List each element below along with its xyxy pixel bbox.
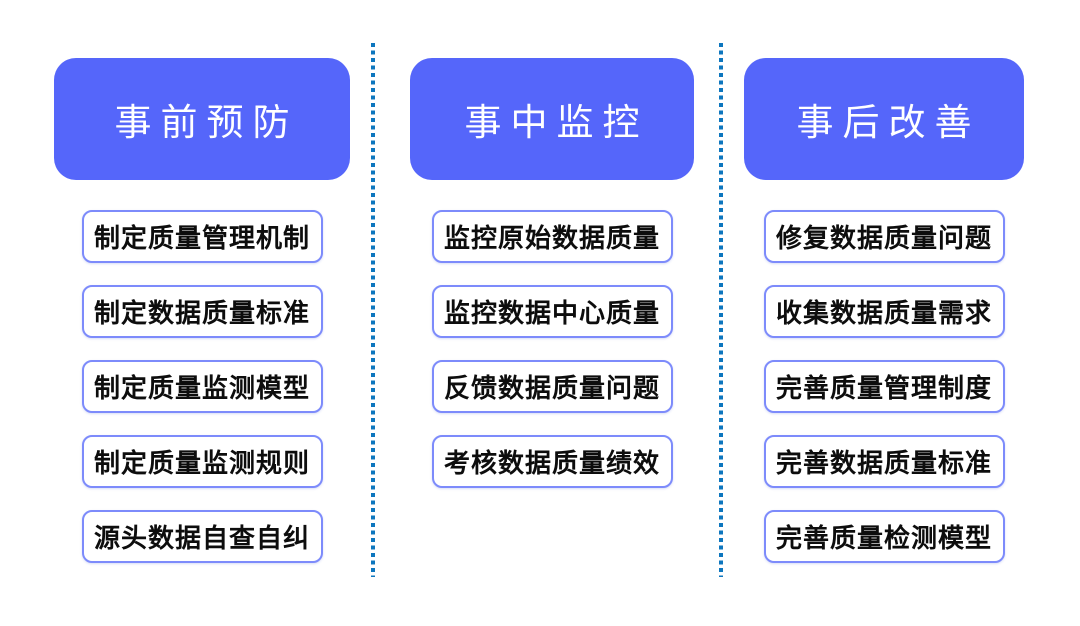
item-box: 监控原始数据质量 [431, 210, 673, 263]
item-box: 收集数据质量需求 [763, 285, 1005, 338]
phase-header-prevention: 事前预防 [54, 58, 350, 180]
dotted-divider-line [719, 43, 723, 577]
item-box: 反馈数据质量问题 [431, 360, 673, 413]
column-pre-event-prevention: 事前预防 制定质量管理机制 制定数据质量标准 制定质量监测模型 制定质量监测规则… [54, 58, 350, 563]
item-box: 考核数据质量绩效 [431, 435, 673, 488]
item-box: 完善质量管理制度 [763, 360, 1005, 413]
phase-header-monitoring: 事中监控 [410, 58, 694, 180]
item-box: 修复数据质量问题 [763, 210, 1005, 263]
dotted-divider-line [371, 43, 375, 577]
item-box: 完善数据质量标准 [763, 435, 1005, 488]
item-list-prevention: 制定质量管理机制 制定数据质量标准 制定质量监测模型 制定质量监测规则 源头数据… [81, 210, 323, 563]
item-box: 完善质量检测模型 [763, 510, 1005, 563]
phase-header-improvement: 事后改善 [744, 58, 1024, 180]
item-box: 制定质量监测模型 [81, 360, 323, 413]
item-list-improvement: 修复数据质量问题 收集数据质量需求 完善质量管理制度 完善数据质量标准 完善质量… [763, 210, 1005, 563]
item-box: 制定数据质量标准 [81, 285, 323, 338]
item-box: 制定质量管理机制 [81, 210, 323, 263]
item-box: 制定质量监测规则 [81, 435, 323, 488]
column-post-event-improvement: 事后改善 修复数据质量问题 收集数据质量需求 完善质量管理制度 完善数据质量标准… [744, 58, 1024, 563]
item-box: 源头数据自查自纠 [81, 510, 323, 563]
item-list-monitoring: 监控原始数据质量 监控数据中心质量 反馈数据质量问题 考核数据质量绩效 [431, 210, 673, 488]
column-in-process-monitoring: 事中监控 监控原始数据质量 监控数据中心质量 反馈数据质量问题 考核数据质量绩效 [410, 58, 694, 488]
item-box: 监控数据中心质量 [431, 285, 673, 338]
